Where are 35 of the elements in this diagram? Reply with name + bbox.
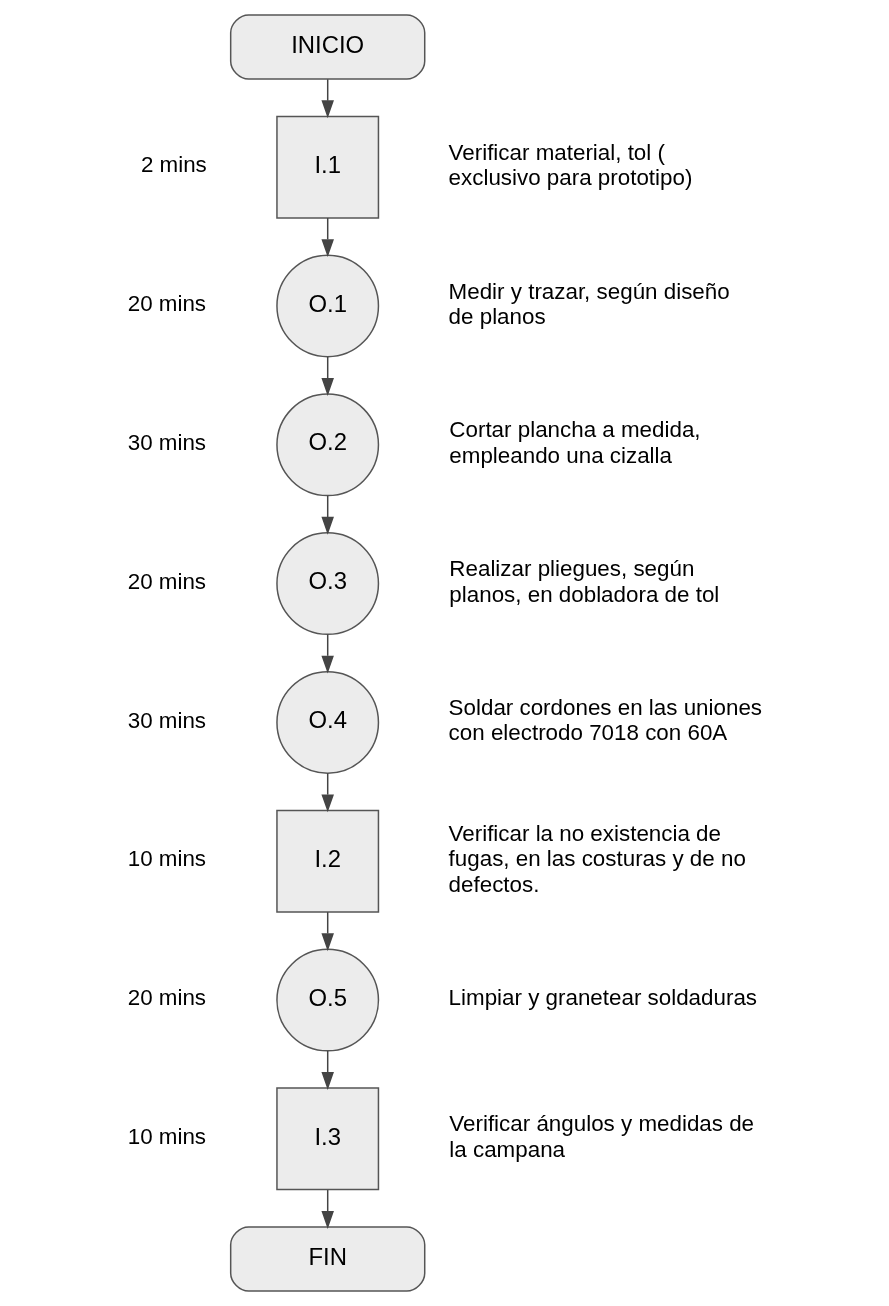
arrow: [321, 911, 334, 952]
arrow: [321, 1189, 334, 1230]
node-label: Verificar ángulos y medidas de la campana: [449, 1111, 755, 1162]
node-label: 20 mins: [127, 291, 207, 317]
arrow: [321, 217, 334, 258]
node-label: 20 mins: [127, 568, 207, 594]
node-circle: O.3: [276, 532, 380, 636]
node-circle: O.1: [276, 254, 380, 358]
node-label: 30 mins: [127, 707, 207, 733]
arrow: [321, 78, 334, 119]
arrow: [321, 772, 334, 813]
node-box: I.3: [276, 1087, 380, 1191]
arrow: [321, 633, 334, 674]
node-label: Medir y trazar, según diseño de planos: [448, 278, 730, 329]
node-box: INICIO: [229, 14, 426, 80]
node-label: Limpiar y granetear soldaduras: [448, 985, 758, 1011]
node-label: Cortar plancha a medida, empleando una cizalla: [449, 417, 701, 468]
node-box: I.1: [276, 115, 380, 219]
arrow: [321, 494, 334, 535]
node-label: Verificar la no existencia de fugas, en las costuras y de no defectos.: [448, 821, 746, 897]
node-box: FIN: [229, 1226, 426, 1292]
node-label: Soldar cordones en las uniones con electrodo 7018 con 60A: [448, 694, 763, 746]
node-label: 10 mins: [127, 1124, 207, 1150]
arrow: [321, 1050, 334, 1090]
node-label: 10 mins: [127, 846, 207, 872]
node-label: Realizar pliegues, según planos, en dobladora de tol: [449, 556, 720, 607]
node-label: Verificar material, tol ( exclusivo para prototipo): [448, 139, 693, 191]
node-label: 30 mins: [127, 430, 207, 455]
node-circle: O.5: [276, 948, 380, 1052]
arrow: [321, 356, 334, 396]
node-label: 20 mins: [127, 985, 207, 1011]
node-circle: O.2: [276, 393, 380, 497]
node-label: 2 mins: [140, 152, 207, 178]
node-box: I.2: [276, 809, 380, 913]
node-circle: O.4: [276, 670, 380, 774]
